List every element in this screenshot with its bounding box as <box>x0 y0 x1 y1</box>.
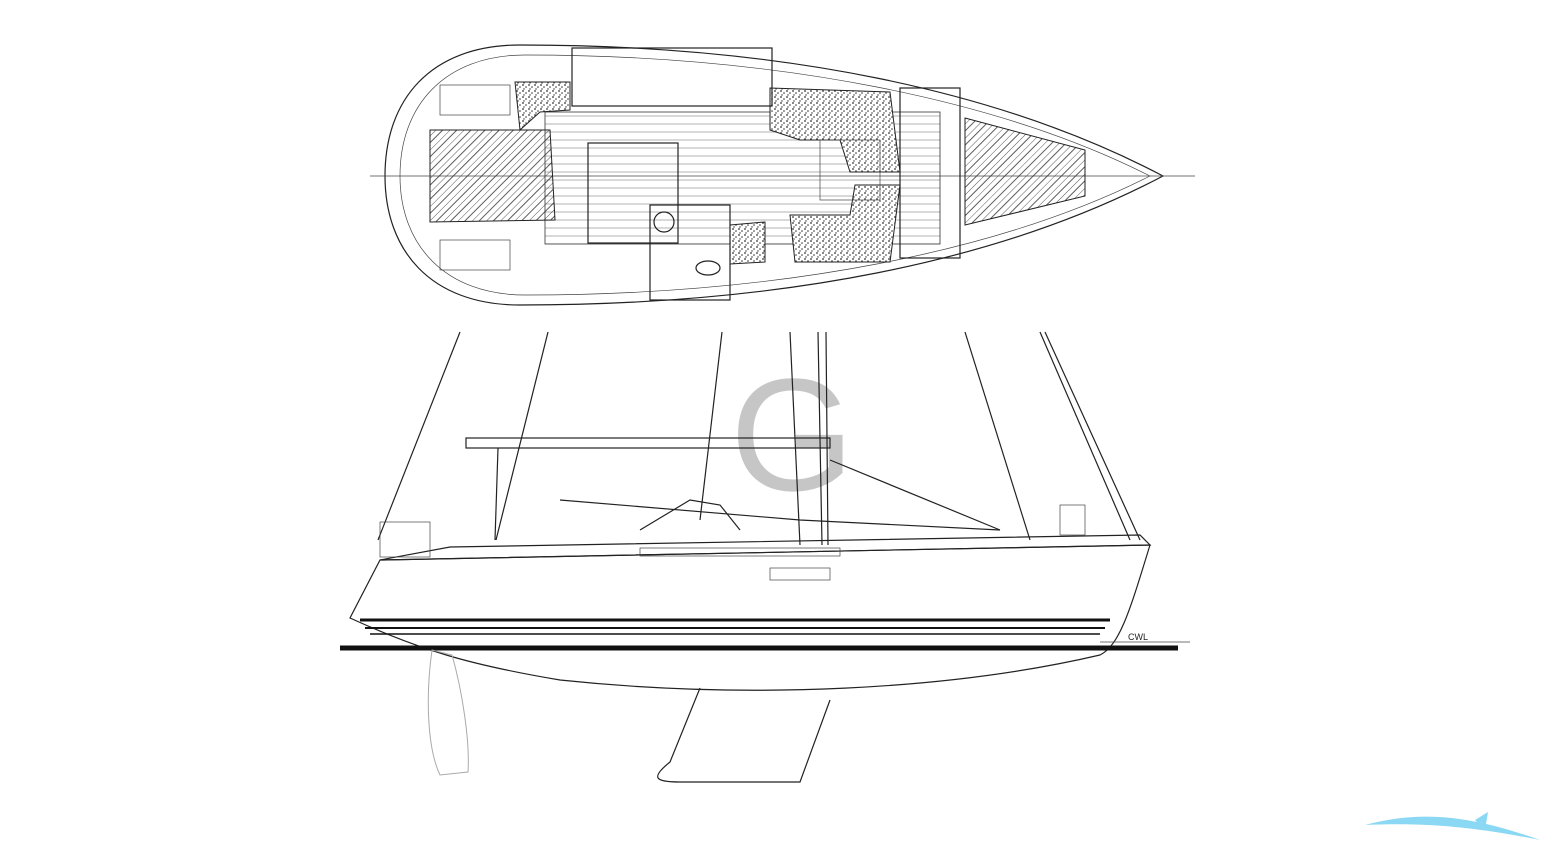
aft-berth <box>429 129 556 223</box>
pulpit <box>1059 504 1086 536</box>
chart-table <box>587 142 679 244</box>
boom <box>465 437 831 449</box>
head <box>649 204 731 301</box>
forestay <box>1044 331 1141 541</box>
backstay <box>377 331 461 541</box>
profile-view: G <box>340 331 1190 783</box>
galley <box>571 47 773 107</box>
shroud <box>964 331 1031 541</box>
keel <box>657 687 831 783</box>
coachroof <box>639 499 741 531</box>
saloon-settee-port <box>769 87 901 173</box>
running-backstay <box>495 331 549 541</box>
waterline-label: CWL <box>1128 632 1148 642</box>
brand-logo <box>1365 812 1540 840</box>
plan-view <box>370 44 1195 306</box>
forward-berth <box>964 117 1086 226</box>
hull-profile <box>349 544 1151 691</box>
pushpit <box>379 521 431 558</box>
rudder <box>427 649 469 776</box>
